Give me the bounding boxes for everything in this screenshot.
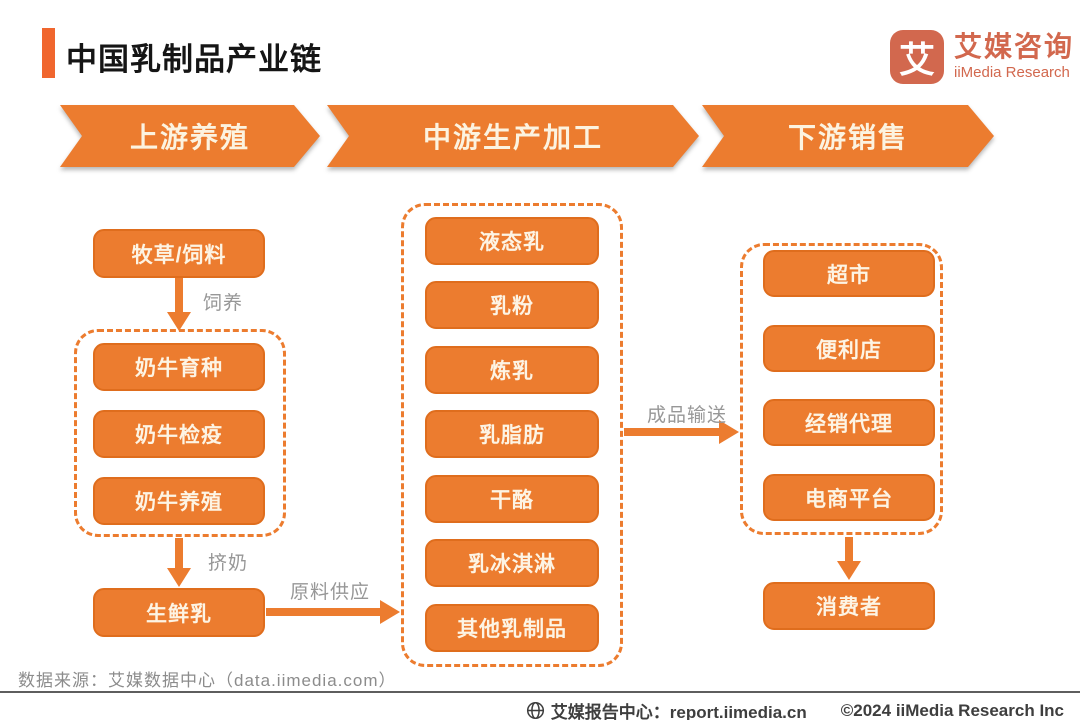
logo-mark-icon: 艾 [890, 30, 944, 84]
node-ecommerce-platform: 电商平台 [763, 474, 935, 521]
stage-banner-upstream: 上游养殖 [60, 105, 320, 167]
group-dairy-products [401, 203, 623, 667]
label-milking: 挤奶 [208, 553, 249, 574]
node-milk-powder: 乳粉 [425, 281, 599, 329]
label-raw-material-supply: 原料供应 [290, 582, 371, 603]
label-feeding: 饲养 [203, 293, 244, 314]
group-sales-channels [740, 243, 943, 535]
node-cow-breeding: 奶牛育种 [93, 343, 265, 391]
title-accent-bar [42, 28, 55, 78]
node-consumer: 消费者 [763, 582, 935, 630]
node-cheese: 干酪 [425, 475, 599, 523]
globe-icon [526, 701, 545, 720]
node-milk-fat: 乳脂肪 [425, 410, 599, 458]
node-cow-quarantine: 奶牛检疫 [93, 410, 265, 458]
footer-report-center: 艾媒报告中心：report.iimedia.cn [550, 703, 807, 720]
node-cow-raising: 奶牛养殖 [93, 477, 265, 525]
page-title: 中国乳制品产业链 [66, 42, 322, 77]
label-finished-product-delivery: 成品输送 [647, 405, 728, 426]
stage-banner-midstream: 中游生产加工 [327, 105, 699, 167]
node-raw-milk: 生鲜乳 [93, 588, 265, 637]
footer-source: 数据来源：艾媒数据中心（data.iimedia.com） [18, 671, 397, 690]
footer-bar: 艾媒报告中心：report.iimedia.cn ©2024 iiMedia R… [526, 698, 1064, 720]
node-milk-ice-cream: 乳冰淇淋 [425, 539, 599, 587]
node-condensed-milk: 炼乳 [425, 346, 599, 394]
stage-banner-upstream-label: 上游养殖 [60, 105, 320, 167]
logo-name-en: iiMedia Research [954, 64, 1070, 81]
node-other-dairy: 其他乳制品 [425, 604, 599, 652]
footer-divider [0, 691, 1080, 693]
stage-banner-midstream-label: 中游生产加工 [327, 105, 699, 167]
footer-copyright: ©2024 iiMedia Research Inc [840, 700, 1064, 720]
node-convenience-store: 便利店 [763, 325, 935, 372]
stage-banner-downstream: 下游销售 [702, 105, 994, 167]
logo-name-cn: 艾媒咨询 [954, 31, 1075, 62]
node-supermarket: 超市 [763, 250, 935, 297]
node-pasture-feed: 牧草/饲料 [93, 229, 265, 278]
stage-banner-downstream-label: 下游销售 [702, 105, 994, 167]
iimedia-logo: 艾 艾媒咨询 iiMedia Research [890, 30, 1074, 84]
node-liquid-milk: 液态乳 [425, 217, 599, 265]
node-distributor: 经销代理 [763, 399, 935, 446]
